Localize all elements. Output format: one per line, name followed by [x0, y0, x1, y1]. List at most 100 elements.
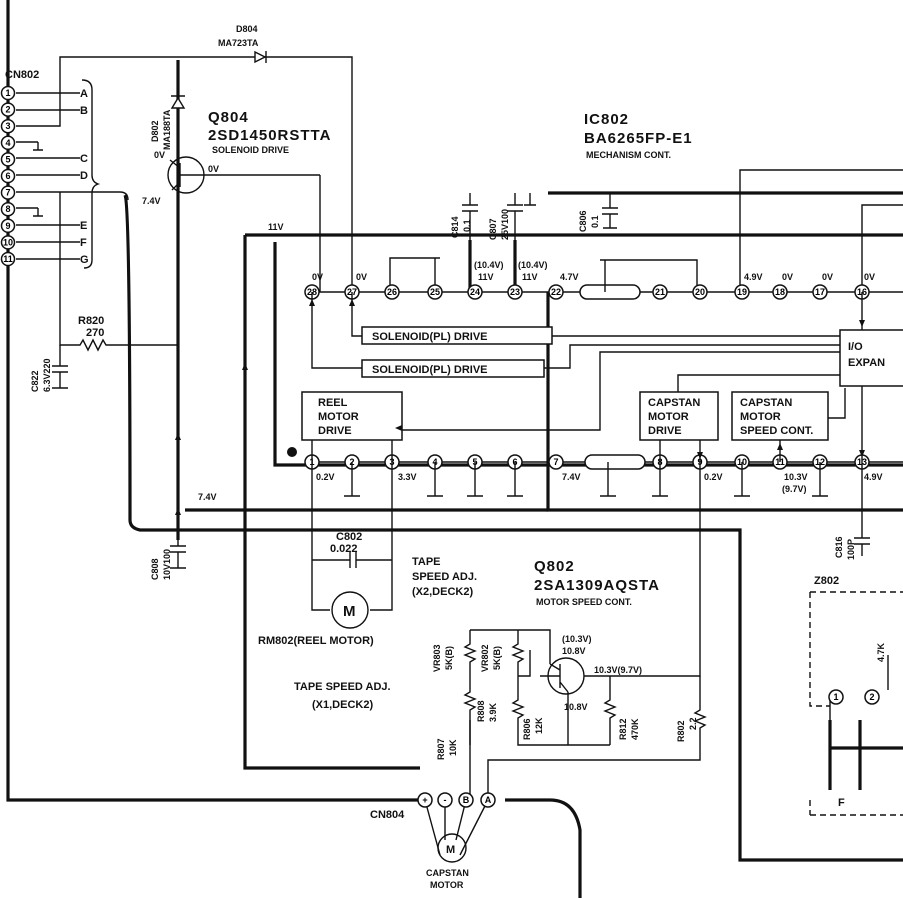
- ic-top-pin-circle: [692, 284, 708, 300]
- cn802-pin-circle: [0, 201, 16, 217]
- svg-text:10K: 10K: [448, 739, 458, 756]
- ic-top-pin-label: 24: [470, 287, 480, 297]
- cn802-pin-circle: [0, 235, 16, 250]
- solenoid-drive-block-2: SOLENOID(PL) DRIVE: [311, 292, 840, 378]
- r820-resistor: R820 270: [59, 192, 178, 352]
- svg-text:Q802: Q802: [534, 558, 575, 575]
- svg-text:BA6265FP-E1: BA6265FP-E1: [584, 130, 693, 147]
- svg-text:TAPE: TAPE: [412, 556, 441, 568]
- svg-text:MA188TA: MA188TA: [162, 109, 172, 150]
- svg-text:SOLENOID DRIVE: SOLENOID DRIVE: [212, 145, 289, 155]
- cn802-pin-label: 7: [5, 188, 10, 198]
- svg-text:CN804: CN804: [370, 809, 405, 821]
- ic-top-pin-circle: [467, 284, 483, 300]
- svg-text:R812: R812: [618, 718, 628, 740]
- svg-text:DRIVE: DRIVE: [318, 425, 352, 437]
- svg-text:(9.7V): (9.7V): [782, 484, 807, 494]
- c808-capacitor: C808 10V100 7.4V 11V: [150, 222, 284, 580]
- tape-speed-adj-deck2-x1: TAPE SPEED ADJ. (X1,DECK2): [294, 681, 391, 711]
- ic-top-pin-label: 19: [737, 287, 747, 297]
- svg-text:SPEED CONT.: SPEED CONT.: [740, 425, 813, 437]
- c816-capacitor: C816 100P: [834, 462, 870, 560]
- ic-top-pin-label: 20: [695, 287, 705, 297]
- svg-text:7.4V: 7.4V: [198, 492, 217, 502]
- svg-text:(10.3V): (10.3V): [562, 634, 592, 644]
- z802-pin-label: 1: [833, 692, 838, 702]
- svg-text:3.3V: 3.3V: [398, 472, 417, 482]
- ic-top-pin-circle: [384, 284, 400, 300]
- flow-arrows: [175, 299, 865, 515]
- cn802-pin-circle: [0, 218, 16, 234]
- svg-text:10.3V(9.7V): 10.3V(9.7V): [594, 665, 642, 675]
- svg-text:CAPSTAN: CAPSTAN: [426, 868, 469, 878]
- svg-text:0.2V: 0.2V: [704, 472, 723, 482]
- ic-top-pin-circle: [548, 284, 564, 300]
- svg-text:(X1,DECK2): (X1,DECK2): [312, 699, 373, 711]
- svg-text:R806: R806: [522, 718, 532, 740]
- svg-text:10.3V: 10.3V: [784, 472, 808, 482]
- io-expander-block: I/O EXPAN: [839, 292, 903, 462]
- svg-text:6.3V220: 6.3V220: [42, 358, 52, 392]
- z802-pin-label: 2: [869, 692, 874, 702]
- svg-text:7.4V: 7.4V: [142, 196, 161, 206]
- solenoid-drive-block-1: SOLENOID(PL) DRIVE: [351, 292, 840, 345]
- ic-top-pin-circle: [812, 284, 828, 300]
- cn802-label: CN802: [5, 69, 39, 81]
- cn802-signal-a: A: [80, 88, 88, 100]
- svg-text:I/O: I/O: [848, 341, 863, 353]
- capstan-speed-cont-block: CAPSTAN MOTOR SPEED CONT.: [731, 388, 846, 462]
- frame-lines: [6, 0, 903, 898]
- ic-top-pin-circle: [652, 284, 668, 300]
- svg-text:0.1: 0.1: [590, 215, 600, 228]
- svg-text:D802: D802: [150, 120, 160, 142]
- cn804-pin-label: -: [444, 795, 447, 805]
- cn802-signal-e: E: [80, 220, 87, 232]
- svg-text:D804: D804: [236, 24, 258, 34]
- cn802-pin-circle: [0, 135, 16, 151]
- reel-motor: M RM802(REEL MOTOR): [258, 591, 374, 647]
- z802-pin-circle: [828, 689, 844, 705]
- svg-text:Z802: Z802: [814, 575, 839, 587]
- svg-text:(X2,DECK2): (X2,DECK2): [412, 586, 473, 598]
- svg-text:C822: C822: [30, 370, 40, 392]
- svg-text:0.022: 0.022: [330, 543, 358, 555]
- svg-text:0V: 0V: [782, 272, 793, 282]
- capstan-motor-drive-block: CAPSTAN MOTOR DRIVE: [639, 374, 840, 462]
- ic802-title: IC802 BA6265FP-E1 MECHANISM CONT.: [584, 111, 693, 160]
- cn802-pin-circle: [0, 102, 16, 117]
- cn802-signal-c: C: [80, 153, 88, 165]
- svg-text:R807: R807: [436, 738, 446, 760]
- svg-text:SPEED ADJ.: SPEED ADJ.: [412, 571, 477, 583]
- c802-capacitor: C802 0.022: [311, 462, 393, 611]
- svg-text:11V: 11V: [268, 222, 284, 232]
- ic-top-pin-label: 22: [551, 287, 561, 297]
- ic-bottom-pin-circle: [548, 454, 564, 470]
- svg-text:11V: 11V: [478, 272, 494, 282]
- c806-capacitor: C806 0.1: [578, 193, 618, 232]
- svg-text:10.8V: 10.8V: [564, 702, 588, 712]
- svg-text:0V: 0V: [208, 164, 219, 174]
- d804-diode: D804 MA723TA: [178, 24, 353, 292]
- c822-capacitor: C822 6.3V220: [30, 345, 68, 392]
- svg-text:CAPSTAN: CAPSTAN: [740, 397, 792, 409]
- cn802-pin-label: 3: [5, 121, 10, 131]
- svg-text:2SA1309AQSTA: 2SA1309AQSTA: [534, 577, 660, 594]
- reel-motor-drive-block: REEL MOTOR DRIVE: [301, 351, 840, 462]
- cn804-pin-circle: [480, 792, 496, 808]
- svg-text:0.1: 0.1: [462, 219, 472, 232]
- cn804-pin-label: A: [485, 795, 492, 805]
- svg-text:2SD1450RSTTA: 2SD1450RSTTA: [208, 127, 331, 144]
- cn802-pin-circle: [0, 152, 16, 167]
- svg-text:25V100: 25V100: [500, 209, 510, 240]
- svg-text:5K(B): 5K(B): [444, 646, 454, 670]
- svg-text:SOLENOID(PL) DRIVE: SOLENOID(PL) DRIVE: [372, 331, 488, 343]
- svg-text:0V: 0V: [154, 150, 165, 160]
- r808-resistor: R808 3.9K: [463, 676, 498, 745]
- cn802-pin-circle: [0, 185, 16, 200]
- svg-text:R808: R808: [476, 700, 486, 722]
- svg-text:C802: C802: [336, 531, 362, 543]
